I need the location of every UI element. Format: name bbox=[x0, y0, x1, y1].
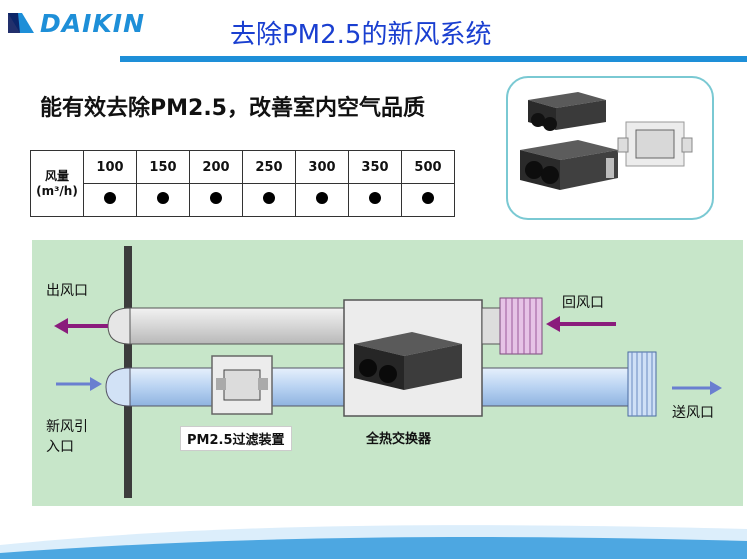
available-dot-icon bbox=[157, 192, 169, 204]
airflow-col-header: 150 bbox=[137, 151, 190, 184]
airflow-diagram: 出风口 回风口 新风引 入口 送风口 PM2.5过滤装置 全热交换器 bbox=[32, 240, 743, 506]
availability-cell bbox=[190, 184, 243, 217]
airflow-col-header: 350 bbox=[349, 151, 402, 184]
fresh-intake-label-line2: 入口 bbox=[46, 438, 74, 456]
available-dot-icon bbox=[316, 192, 328, 204]
airflow-header-label: 风量 bbox=[45, 169, 69, 183]
heat-exchanger-label: 全热交换器 bbox=[366, 428, 431, 447]
airflow-diagram-drawing bbox=[32, 240, 743, 506]
airflow-col-header: 200 bbox=[190, 151, 243, 184]
product-units-image bbox=[508, 78, 712, 218]
available-dot-icon bbox=[369, 192, 381, 204]
fresh-intake-label-line1: 新风引 bbox=[46, 418, 88, 436]
airflow-col-header: 500 bbox=[402, 151, 455, 184]
title-underline bbox=[120, 56, 747, 62]
available-dot-icon bbox=[263, 192, 275, 204]
airflow-header-unit: (m³/h) bbox=[36, 184, 78, 198]
airflow-col-header: 300 bbox=[296, 151, 349, 184]
airflow-spec-table: 风量 (m³/h) 100 150 200 250 300 350 500 bbox=[30, 150, 455, 217]
availability-cell bbox=[402, 184, 455, 217]
exhaust-outlet-label: 出风口 bbox=[46, 282, 88, 300]
availability-cell bbox=[137, 184, 190, 217]
subtitle: 能有效去除PM2.5，改善室内空气品质 bbox=[40, 90, 425, 122]
footer-wave-decoration bbox=[0, 515, 747, 559]
available-dot-icon bbox=[104, 192, 116, 204]
airflow-col-header: 250 bbox=[243, 151, 296, 184]
available-dot-icon bbox=[210, 192, 222, 204]
airflow-col-header: 100 bbox=[84, 151, 137, 184]
daikin-logo: DAIKIN bbox=[8, 8, 145, 38]
return-arrow-icon bbox=[546, 316, 616, 332]
available-dot-icon bbox=[422, 192, 434, 204]
availability-cell bbox=[349, 184, 402, 217]
availability-cell bbox=[84, 184, 137, 217]
availability-cell bbox=[296, 184, 349, 217]
exhaust-arrow-icon bbox=[54, 318, 108, 334]
supply-outlet-label: 送风口 bbox=[672, 404, 714, 422]
daikin-logo-mark-icon bbox=[8, 11, 34, 35]
product-photo-panel bbox=[506, 76, 714, 220]
page-title: 去除PM2.5的新风系统 bbox=[230, 14, 491, 51]
availability-cell bbox=[243, 184, 296, 217]
return-inlet-label: 回风口 bbox=[562, 294, 604, 312]
intake-arrow-icon bbox=[56, 377, 102, 391]
logo-text: DAIKIN bbox=[40, 9, 145, 38]
airflow-header-cell: 风量 (m³/h) bbox=[31, 151, 84, 217]
supply-arrow-icon bbox=[672, 381, 722, 395]
pm25-filter-label: PM2.5过滤装置 bbox=[180, 426, 292, 451]
